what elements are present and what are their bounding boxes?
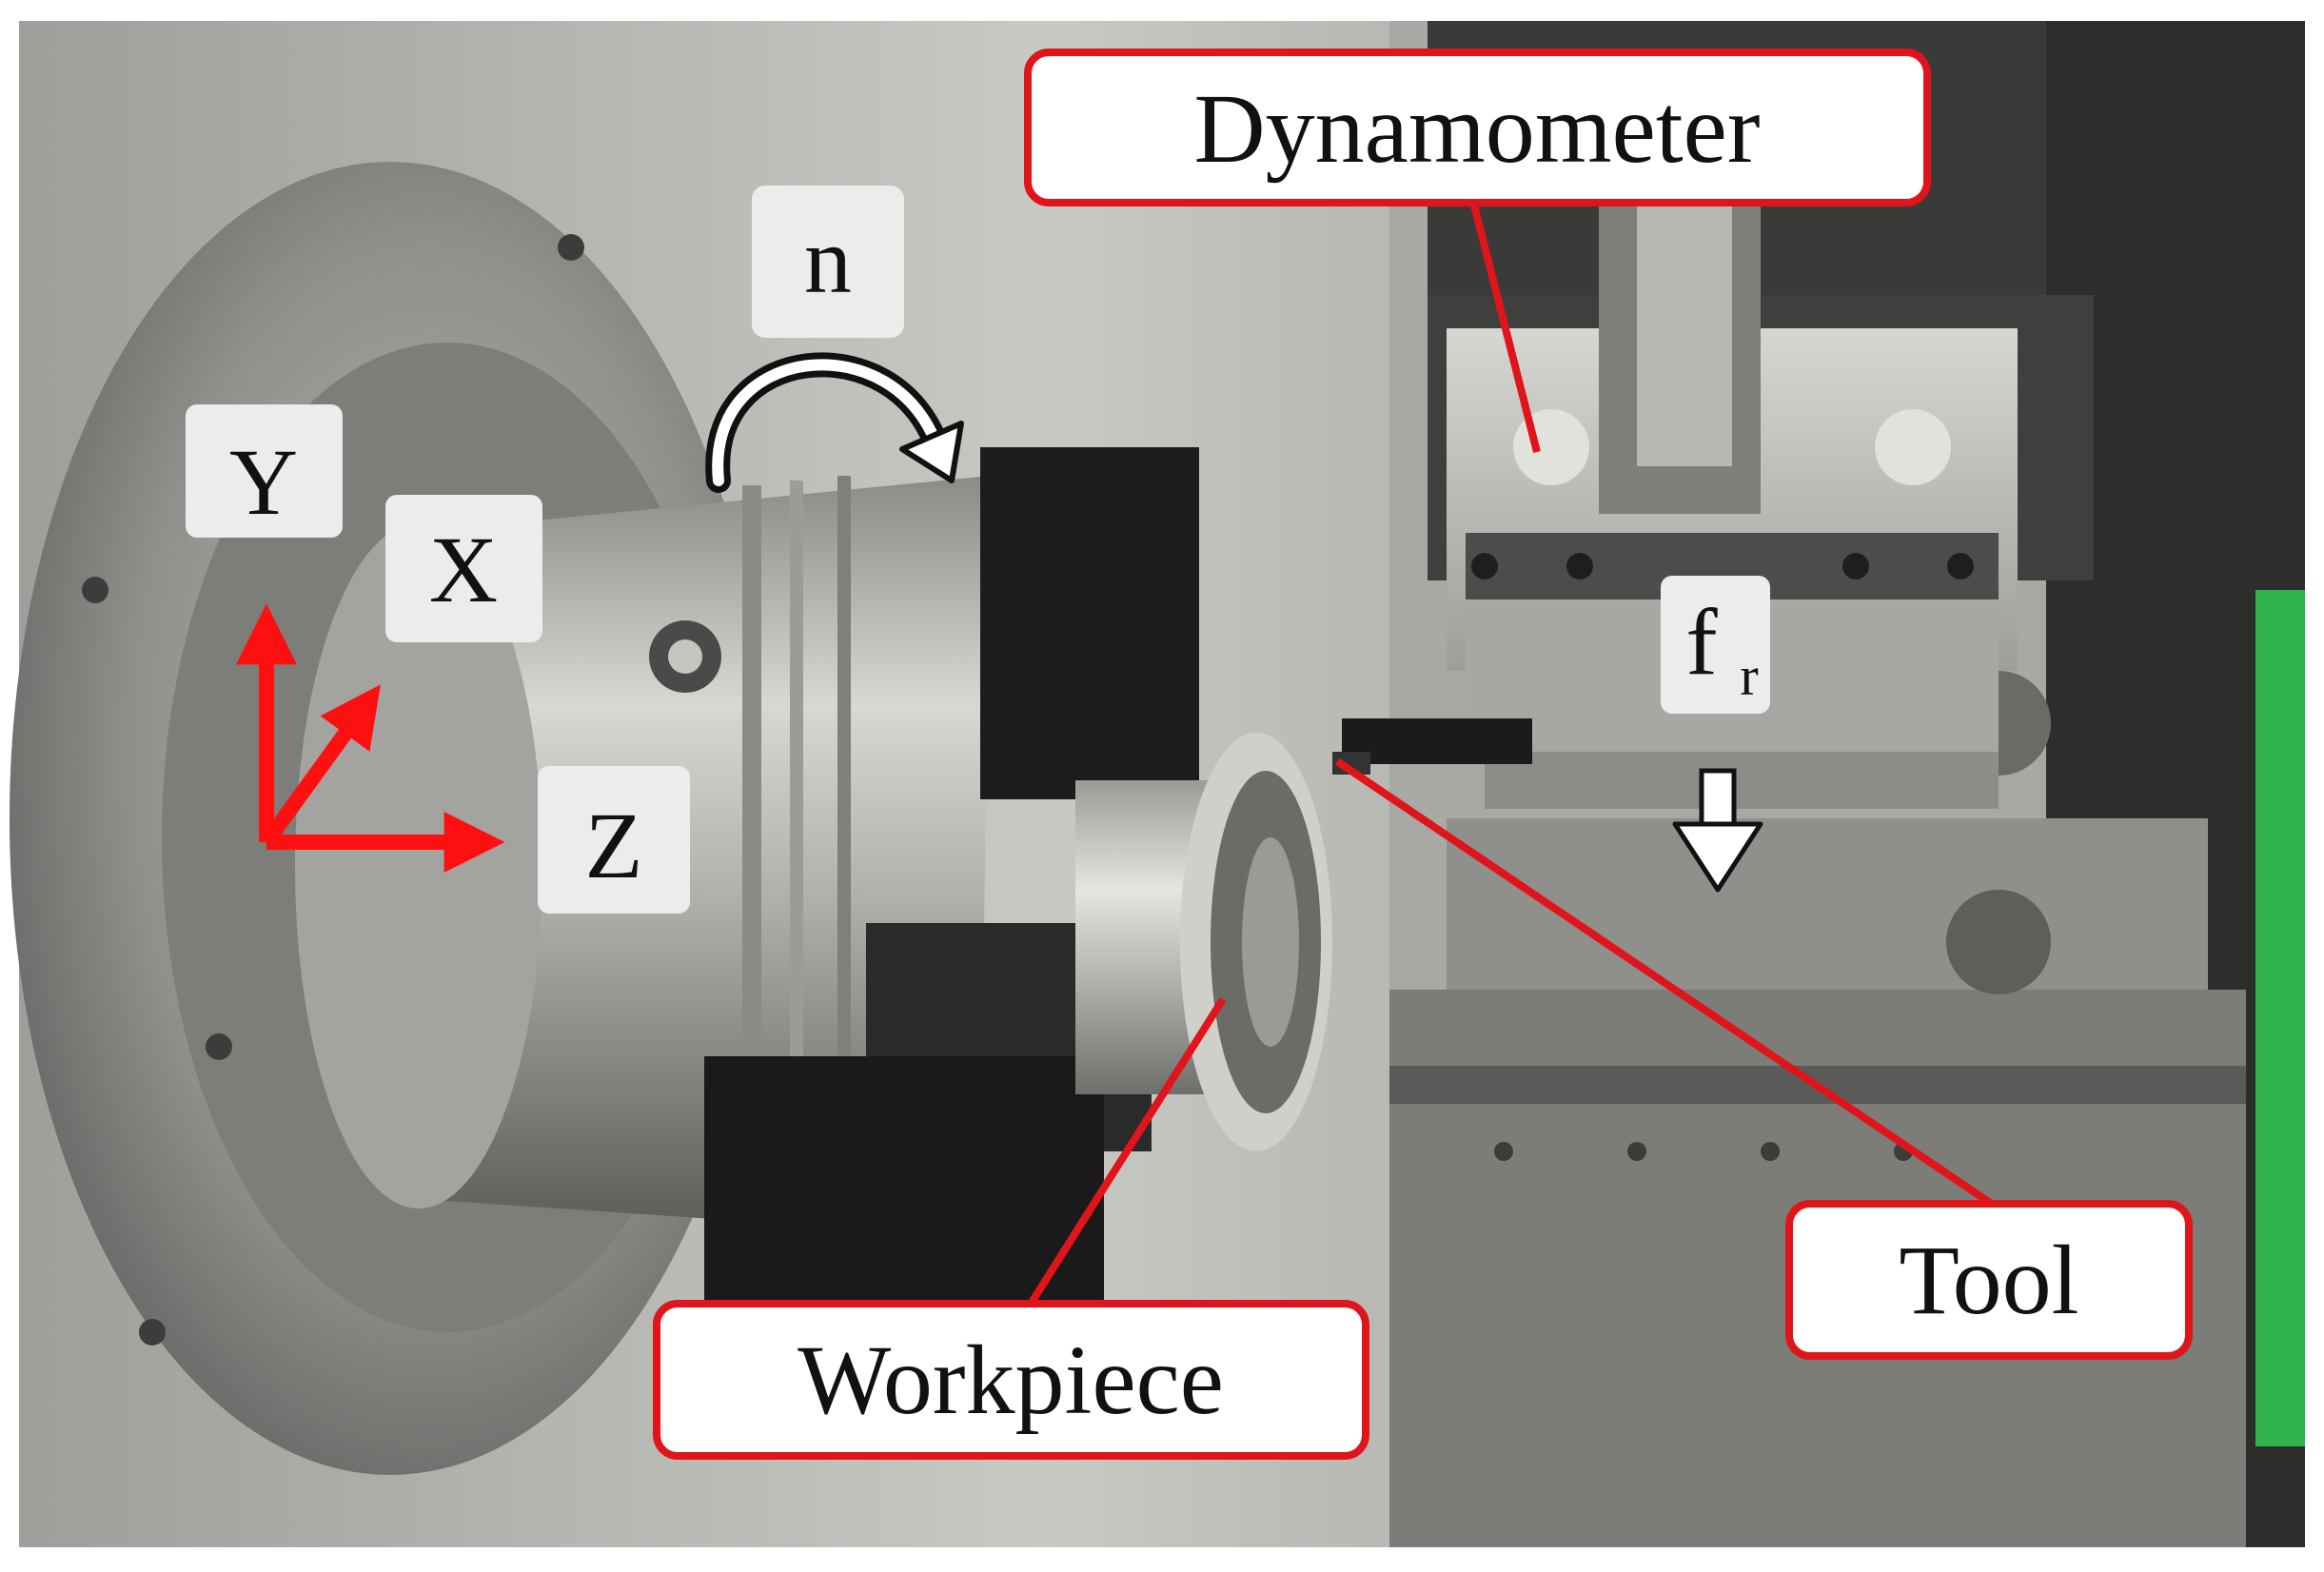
tool-callout: Tool <box>1785 1200 2193 1360</box>
tool-label: Tool <box>1899 1226 2078 1335</box>
cutting-tool <box>1332 718 1532 775</box>
dynamometer-callout: Dynamometer <box>1024 49 1931 206</box>
axis-z-chip: Z <box>538 766 690 914</box>
lathe-chuck <box>295 447 1199 1304</box>
workpiece-callout: Workpiece <box>653 1300 1369 1460</box>
dynamometer-leader-line <box>1467 189 1541 453</box>
rotation-speed-label: n <box>804 207 852 313</box>
feed-rate-chip: f r <box>1661 576 1770 714</box>
feed-rate-label: f <box>1685 589 1718 695</box>
dynamometer-label: Dynamometer <box>1194 74 1761 184</box>
axis-x-label: X <box>429 517 498 622</box>
coordinate-axes-icon <box>236 603 505 873</box>
chuck-jaw-upper <box>980 447 1199 799</box>
feed-direction-arrow-icon <box>1672 768 1763 893</box>
rotation-speed-chip: n <box>752 186 904 338</box>
axis-y-chip: Y <box>186 404 343 538</box>
machine-green-strip <box>2255 590 2305 1446</box>
axis-y-label: Y <box>229 429 298 535</box>
feed-rate-subscript: r <box>1740 645 1758 707</box>
workpiece-label: Workpiece <box>798 1326 1224 1435</box>
workpiece-part <box>1075 733 1332 1151</box>
rotation-arrow-icon <box>705 352 964 493</box>
leader-lines <box>1024 189 2001 1311</box>
axis-x-chip: X <box>385 495 542 642</box>
tool-leader-line <box>1334 757 2001 1212</box>
workpiece-leader-line <box>1024 996 1227 1311</box>
axis-z-label: Z <box>584 793 642 898</box>
